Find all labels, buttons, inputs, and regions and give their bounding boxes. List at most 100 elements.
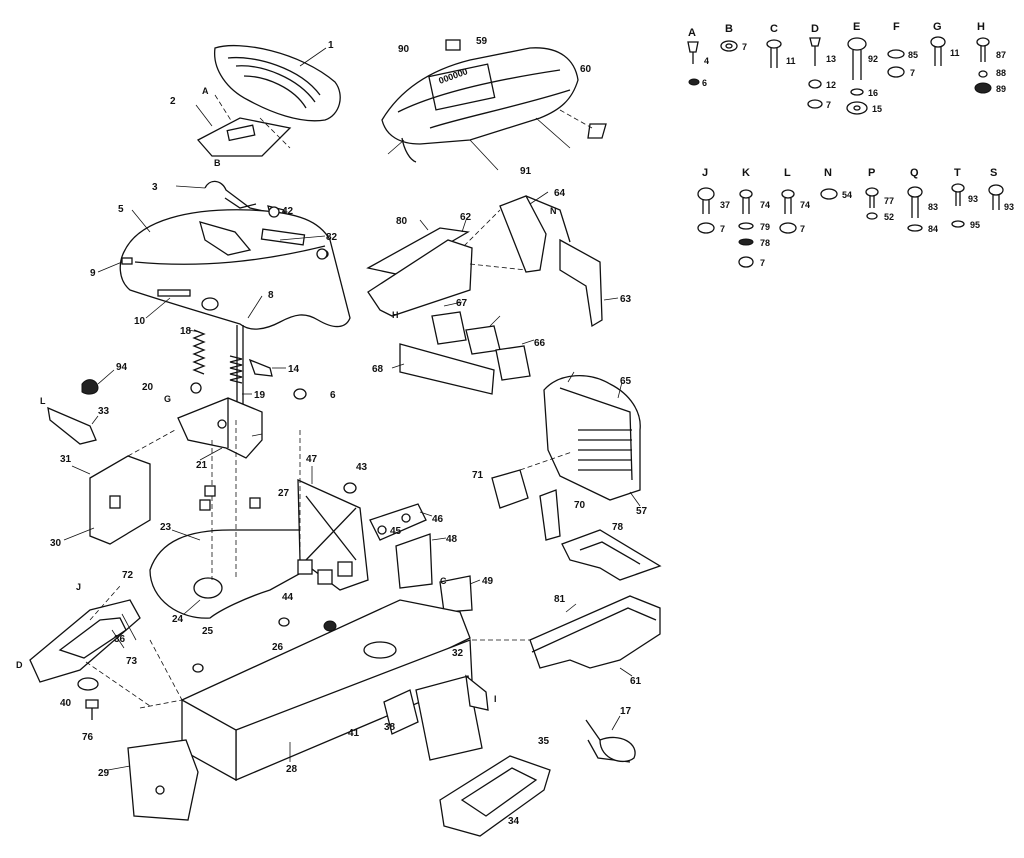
callout-61: 61 — [630, 676, 642, 687]
ref-letter-l: L — [40, 396, 46, 406]
brackets — [297, 503, 481, 613]
callout-59: 59 — [476, 36, 488, 47]
hw-k-79: 79 — [760, 222, 770, 232]
callout-30: 30 — [50, 538, 62, 549]
callout-1: 1 — [328, 40, 334, 51]
callout-72: 72 — [122, 570, 134, 581]
hw-letter-c: C — [770, 23, 778, 35]
hood: 000000 — [381, 39, 607, 171]
hardware-legend: A 4 6 B 7 C 11 D 13 12 7 E 92 16 15 F 85… — [688, 21, 1014, 268]
callout-33: 33 — [98, 406, 110, 417]
callout-46: 46 — [432, 514, 444, 525]
callout-40: 40 — [60, 698, 72, 709]
callout-76: 76 — [82, 732, 94, 743]
callout-24: 24 — [172, 614, 184, 625]
hw-letter-f: F — [893, 21, 900, 33]
callout-44: 44 — [282, 592, 294, 603]
hw-e-16: 16 — [868, 88, 878, 98]
ref-letter-j: J — [76, 582, 81, 592]
clevis — [585, 715, 636, 763]
bolt-head — [190, 382, 202, 394]
ref-letter-c: C — [440, 576, 447, 586]
callout-62: 62 — [460, 212, 472, 223]
hw-letter-p: P — [868, 167, 875, 179]
assembly-line — [463, 209, 501, 247]
hw-letter-g: G — [933, 21, 942, 33]
callout-19: 19 — [254, 390, 266, 401]
hw-a-4: 4 — [704, 56, 709, 66]
callout-26: 26 — [272, 642, 284, 653]
steering-bracket — [177, 397, 263, 461]
callout-labels: 1 2 3 5 6 8 9 10 14 17 18 19 20 21 23 24… — [50, 36, 648, 827]
callout-5: 5 — [118, 204, 124, 215]
callout-91: 91 — [520, 166, 532, 177]
callout-31: 31 — [60, 454, 72, 465]
callout-36: 36 — [114, 634, 126, 645]
bolt-head — [316, 248, 328, 260]
hw-b-7: 7 — [742, 42, 747, 52]
callout-21: 21 — [196, 460, 208, 471]
callout-23: 23 — [160, 522, 172, 533]
ref-letter-h: H — [392, 310, 399, 320]
callout-45: 45 — [390, 526, 402, 537]
callout-2: 2 — [170, 96, 176, 107]
grille — [543, 371, 641, 507]
callout-34: 34 — [508, 816, 520, 827]
hw-letter-t: T — [954, 167, 961, 179]
hw-c-11: 11 — [786, 56, 796, 66]
hw-t-95: 95 — [970, 220, 980, 230]
hw-k-7: 7 — [760, 258, 765, 268]
footrest-right — [439, 755, 551, 837]
hw-d-13: 13 — [826, 54, 836, 64]
ref-letter-d: D — [16, 660, 23, 670]
hw-letter-j: J — [702, 167, 708, 179]
hw-h-88: 88 — [996, 68, 1006, 78]
hw-letter-a: A — [688, 27, 696, 39]
hw-l-7: 7 — [800, 224, 805, 234]
hw-k-74: 74 — [760, 200, 770, 210]
hw-d-7: 7 — [826, 100, 831, 110]
bottom-rail — [529, 595, 661, 677]
callout-28: 28 — [286, 764, 298, 775]
hw-t-93: 93 — [968, 194, 978, 204]
callout-64: 64 — [554, 188, 566, 199]
callout-65: 65 — [620, 376, 632, 387]
callout-10: 10 — [134, 316, 146, 327]
lower-bracket — [561, 529, 662, 581]
callout-3: 3 — [152, 182, 158, 193]
nut — [278, 617, 290, 627]
callout-63: 63 — [620, 294, 632, 305]
hw-letter-k: K — [742, 167, 750, 179]
bolt-head — [268, 206, 280, 218]
hw-letter-n: N — [824, 167, 832, 179]
callout-25: 25 — [202, 626, 214, 637]
side-panel — [63, 429, 176, 545]
hw-letter-d: D — [811, 23, 819, 35]
callout-14: 14 — [288, 364, 300, 375]
hw-k-78: 78 — [760, 238, 770, 248]
nut — [293, 388, 307, 400]
fender — [97, 209, 351, 330]
spacer — [249, 497, 261, 509]
hw-f-85: 85 — [908, 50, 918, 60]
hw-a-6: 6 — [702, 78, 707, 88]
seat — [214, 45, 341, 122]
hw-p-52: 52 — [884, 212, 894, 222]
assembly-line — [149, 639, 183, 701]
callout-57: 57 — [636, 506, 648, 517]
callout-60: 60 — [580, 64, 592, 75]
grille-mounts — [491, 451, 573, 541]
lights — [391, 301, 535, 395]
hw-h-87: 87 — [996, 50, 1006, 60]
hw-e-15: 15 — [872, 104, 882, 114]
callout-82: 82 — [326, 232, 338, 243]
callout-94: 94 — [116, 362, 128, 373]
hw-p-77: 77 — [884, 196, 894, 206]
hw-j-37: 37 — [720, 200, 730, 210]
hw-q-83: 83 — [928, 202, 938, 212]
callout-9: 9 — [90, 268, 96, 279]
callout-78: 78 — [612, 522, 624, 533]
front-bracket — [107, 739, 199, 821]
callout-29: 29 — [98, 768, 110, 779]
